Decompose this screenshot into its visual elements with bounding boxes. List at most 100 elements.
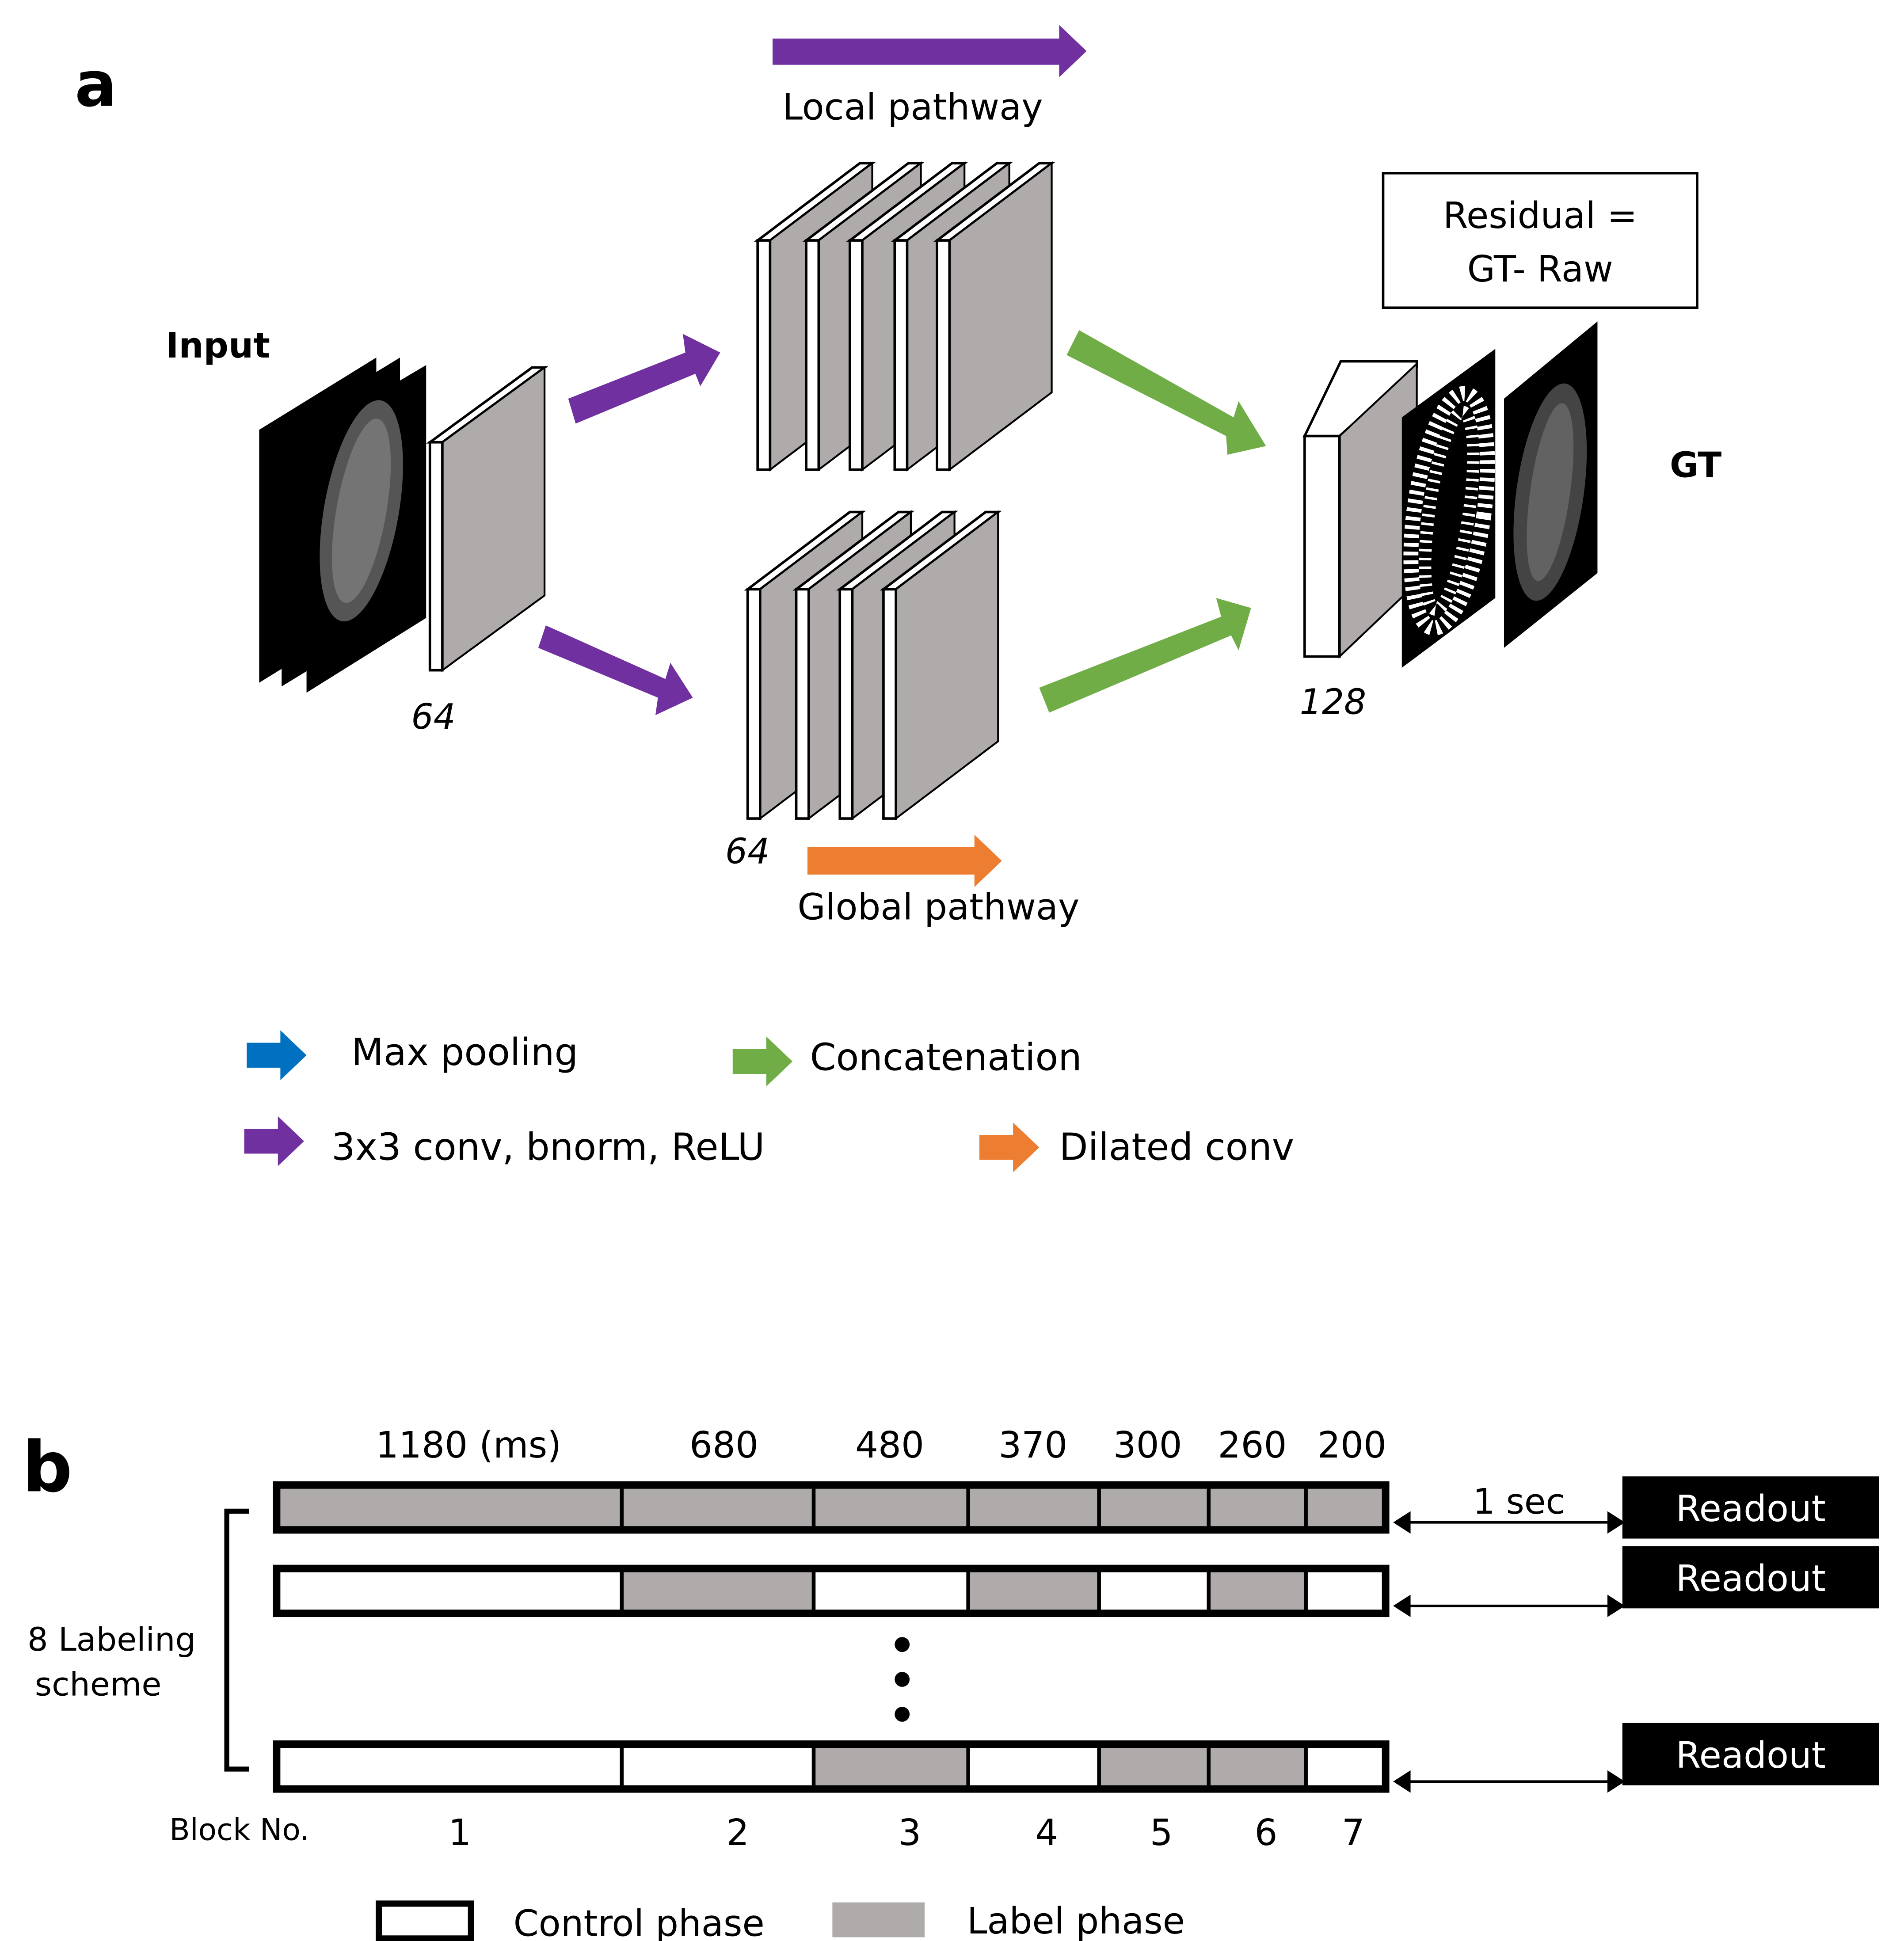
legend-control-swatch bbox=[376, 1900, 474, 1941]
legend-panel-b: Control phase Label phase bbox=[376, 1900, 1185, 1941]
local-pathway-label: Local pathway bbox=[783, 87, 1043, 129]
duration-label: 370 bbox=[998, 1424, 1067, 1466]
block-label bbox=[966, 1483, 1101, 1532]
legend-arrow-icon bbox=[979, 1122, 1040, 1172]
legend-label: Max pooling bbox=[351, 1031, 578, 1074]
duration-label: 200 bbox=[1318, 1424, 1386, 1466]
block-label bbox=[620, 1483, 816, 1532]
residual-line2: GT- Raw bbox=[1467, 248, 1613, 290]
legend-item: Max pooling bbox=[247, 1030, 578, 1081]
labeling-row: Readout bbox=[273, 1723, 1879, 1793]
labeling-row: Readout bbox=[273, 1546, 1879, 1618]
legend-item: 3x3 conv, bnorm, ReLU bbox=[244, 1116, 765, 1168]
block-numbers: 1 2 3 4 5 6 7 bbox=[448, 1812, 1365, 1854]
local-pathway-arrow bbox=[773, 25, 1087, 77]
duration-label: 300 bbox=[1113, 1424, 1182, 1466]
legend-item: Concatenation bbox=[732, 1036, 1082, 1087]
readout-label: Readout bbox=[1676, 1488, 1826, 1530]
block-control bbox=[811, 1566, 970, 1615]
legend-label: Dilated conv bbox=[1059, 1125, 1294, 1168]
channels-global: 64 bbox=[725, 831, 769, 872]
global-pathway-label: Global pathway bbox=[797, 886, 1079, 928]
block-label bbox=[1207, 1566, 1308, 1615]
feature-map-concat bbox=[1302, 360, 1418, 659]
scheme-bracket bbox=[224, 1508, 249, 1772]
block-control bbox=[274, 1742, 624, 1791]
scheme-label-line2: scheme bbox=[35, 1666, 162, 1704]
block-label bbox=[274, 1483, 624, 1532]
panel-a-label: a bbox=[75, 49, 117, 121]
residual-box bbox=[1382, 172, 1698, 309]
duration-label: 1180 (ms) bbox=[376, 1424, 561, 1466]
global-layer-slab bbox=[880, 510, 1002, 821]
block-number: 3 bbox=[898, 1812, 921, 1854]
local-pathway-layers bbox=[754, 161, 1055, 472]
legend-label-swatch bbox=[832, 1902, 925, 1937]
block-durations: 1180 (ms) 680 480 370 300 260 200 bbox=[376, 1424, 1386, 1466]
conv-arrow-down bbox=[538, 625, 693, 716]
block-number: 2 bbox=[726, 1812, 749, 1854]
conv-arrow-up bbox=[568, 334, 720, 424]
ellipsis-dots bbox=[895, 1637, 910, 1722]
legend-label-label: Label phase bbox=[967, 1900, 1185, 1941]
readout-label: Readout bbox=[1676, 1558, 1826, 1600]
channels-first: 64 bbox=[411, 696, 455, 737]
block-label bbox=[1207, 1483, 1308, 1532]
block-label bbox=[1207, 1742, 1308, 1791]
local-layer-slab bbox=[933, 161, 1055, 472]
legend-label: Concatenation bbox=[810, 1036, 1082, 1079]
feature-map-slab bbox=[426, 365, 548, 672]
block-no-label: Block No. bbox=[169, 1812, 309, 1847]
concat-arrow-upper bbox=[1066, 330, 1266, 455]
duration-label: 680 bbox=[689, 1424, 758, 1466]
block-label bbox=[1097, 1483, 1211, 1532]
block-control bbox=[1304, 1742, 1388, 1791]
block-label bbox=[966, 1566, 1101, 1615]
readout-box bbox=[1622, 1476, 1879, 1539]
block-control bbox=[620, 1742, 816, 1791]
residual-line1: Residual = bbox=[1443, 195, 1637, 237]
duration-label: 480 bbox=[855, 1424, 924, 1466]
block-number: 1 bbox=[448, 1812, 471, 1854]
labeling-row: Readout bbox=[273, 1476, 1879, 1539]
legend-arrow-icon bbox=[244, 1116, 304, 1166]
duration-label: 260 bbox=[1218, 1424, 1287, 1466]
residual-image bbox=[1401, 349, 1496, 668]
legend-label: 3x3 conv, bnorm, ReLU bbox=[331, 1125, 765, 1168]
block-label bbox=[811, 1483, 970, 1532]
block-label bbox=[1304, 1483, 1388, 1532]
block-number: 4 bbox=[1035, 1812, 1058, 1854]
channels-concat: 128 bbox=[1300, 681, 1367, 722]
block-number: 6 bbox=[1254, 1812, 1277, 1854]
legend-control-label: Control phase bbox=[514, 1903, 765, 1941]
scheme-label-line1: 8 Labeling bbox=[27, 1621, 196, 1659]
legend-arrow-icon bbox=[247, 1030, 307, 1081]
block-control bbox=[1097, 1566, 1211, 1615]
block-label bbox=[620, 1566, 816, 1615]
block-number: 5 bbox=[1150, 1812, 1173, 1854]
feature-map-input-conv bbox=[426, 365, 548, 672]
global-pathway-layers bbox=[744, 510, 1002, 821]
input-label: Input bbox=[166, 325, 270, 366]
readout-label: Readout bbox=[1676, 1735, 1826, 1777]
block-control bbox=[274, 1566, 624, 1615]
legend-panel-a: Max pooling Concatenation 3x3 conv, bnorm,… bbox=[244, 1030, 1294, 1172]
readout-box bbox=[1622, 1546, 1879, 1609]
gt-image bbox=[1504, 321, 1598, 648]
readout-box bbox=[1622, 1723, 1879, 1785]
block-label bbox=[811, 1742, 970, 1791]
block-label bbox=[1097, 1742, 1211, 1791]
global-pathway-arrow bbox=[807, 834, 1002, 887]
interval-label: 1 sec bbox=[1473, 1481, 1565, 1522]
block-number: 7 bbox=[1342, 1812, 1365, 1854]
legend-arrow-icon bbox=[732, 1036, 793, 1087]
concat-arrow-lower bbox=[1039, 598, 1251, 713]
legend-item: Dilated conv bbox=[979, 1122, 1294, 1172]
panel-b-label: b bbox=[23, 1427, 72, 1508]
gt-label: GT bbox=[1670, 445, 1721, 486]
input-image-stack bbox=[259, 358, 426, 693]
block-control bbox=[1304, 1566, 1388, 1615]
block-control bbox=[966, 1742, 1101, 1791]
